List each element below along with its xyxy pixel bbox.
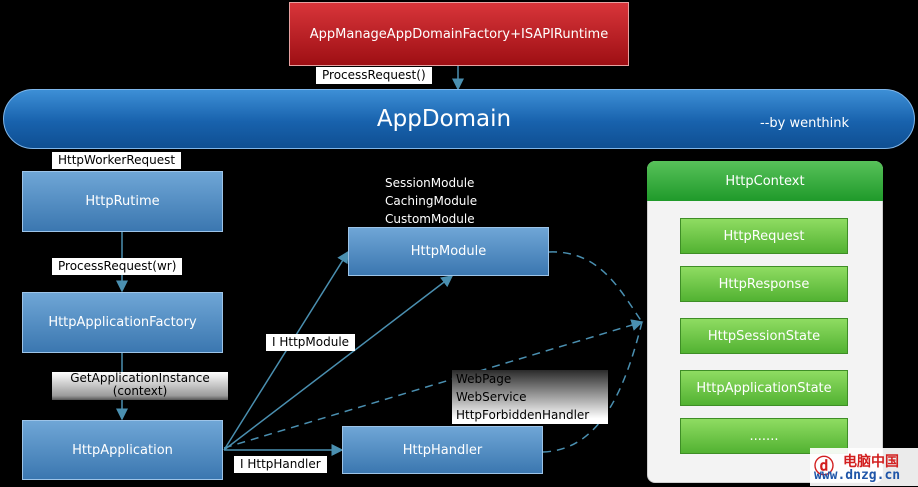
process-request-label: ProcessRequest() [316,67,432,84]
module-list-item: CustomModule [385,212,475,226]
context-item-response: HttpResponse [680,266,848,302]
get-app-instance-label: GetApplicationInstance (context) [52,372,228,400]
handler-list-item: WebService [456,390,527,404]
appdomain-title: AppDomain [376,106,512,132]
process-request-wr-label: ProcessRequest(wr) [52,258,183,275]
handler-list: WebPage WebService HttpForbiddenHandler [452,370,608,424]
watermark [810,448,918,486]
get-app-instance-line1: GetApplicationInstance [70,371,210,385]
dashed-application-to-context [223,319,644,449]
watermark-site-name: 电脑中国 [843,454,899,470]
isapi-runtime-box: AppManageAppDomainFactory+ISAPIRuntime [289,2,629,66]
module-list: SessionModule CachingModule CustomModule [381,174,477,228]
httpcontext-title: HttpContext [647,161,883,201]
dashed-handler-to-context [542,321,643,453]
application-factory-box: HttpApplicationFactory [22,292,223,353]
arrow-application-to-module-b [223,275,454,451]
httpapplication-box: HttpApplication [22,420,223,480]
module-list-item: CachingModule [385,194,478,208]
ihttphandler-label: I HttpHandler [234,456,327,473]
dashed-module-to-context [548,251,643,323]
watermark-logo-icon: ⓓ [814,454,834,478]
httphandler-box: HttpHandler [342,426,543,474]
context-item-session-state: HttpSessionState [680,318,848,354]
httpmodule-box: HttpModule [348,227,549,276]
context-item-application-state: HttpApplicationState [680,370,848,406]
module-list-item: SessionModule [385,176,475,190]
author-byline: --by wenthink [760,116,850,131]
arrow-application-to-module-a [223,250,349,451]
ihttpmodule-label: I HttpModule [266,334,356,351]
worker-request-label: HttpWorkerRequest [52,152,182,169]
context-item-request: HttpRequest [680,218,848,254]
handler-list-item: WebPage [456,372,512,386]
get-app-instance-line2: (context) [112,384,168,398]
handler-list-item: HttpForbiddenHandler [456,408,590,422]
appdomain-banner [3,89,915,149]
httpruntime-box: HttpRutime [22,171,223,232]
watermark-url: www.dnzg.cn [814,468,901,483]
